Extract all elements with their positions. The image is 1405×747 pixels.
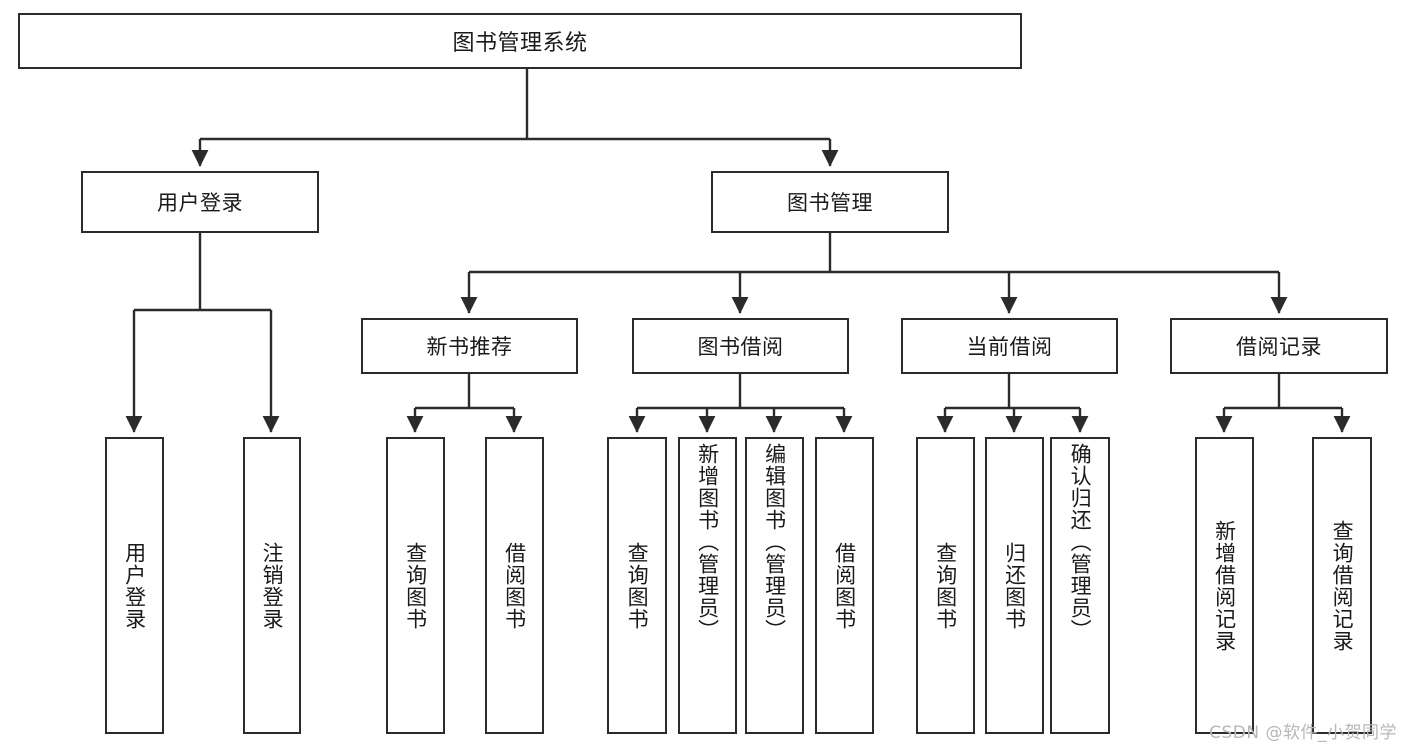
node-leaf-label: 用户登录 [122,541,147,630]
node-book-borrow[interactable]: 图书借阅 [632,318,849,374]
node-new-book-recommend-label: 新书推荐 [426,335,513,359]
node-book-management[interactable]: 图书管理 [711,171,949,233]
node-leaf-add-borrow-record[interactable]: 新增借阅记录 [1195,437,1254,734]
node-new-book-recommend[interactable]: 新书推荐 [361,318,578,374]
node-root-system[interactable]: 图书管理系统 [18,13,1022,69]
node-leaf-borrow-book[interactable]: 借阅图书 [815,437,874,734]
node-leaf-return-book[interactable]: 归还图书 [985,437,1044,734]
node-leaf-query-book-recommend[interactable]: 查询图书 [386,437,445,734]
node-root-label: 图书管理系统 [452,31,588,56]
node-current-borrow-label: 当前借阅 [966,335,1053,359]
node-leaf-label: 归还图书 [1002,541,1027,630]
node-leaf-add-book-admin[interactable]: 新增图书（管理员） [678,437,737,734]
node-leaf-query-borrow-record[interactable]: 查询借阅记录 [1312,437,1372,734]
node-leaf-query-book-borrow[interactable]: 查询图书 [607,437,667,734]
node-user-login[interactable]: 用户登录 [81,171,319,233]
node-current-borrow[interactable]: 当前借阅 [901,318,1118,374]
node-book-management-label: 图书管理 [787,191,873,215]
node-leaf-label: 新增图书（管理员） [695,443,720,641]
node-leaf-query-book-current[interactable]: 查询图书 [916,437,975,734]
node-leaf-label: 借阅图书 [832,541,857,630]
node-leaf-confirm-return-admin[interactable]: 确认归还（管理员） [1050,437,1110,734]
node-leaf-user-login[interactable]: 用户登录 [105,437,164,734]
node-leaf-label: 查询图书 [403,541,428,630]
node-leaf-label: 查询图书 [625,541,650,630]
node-leaf-label: 确认归还（管理员） [1068,443,1093,641]
node-leaf-logout[interactable]: 注销登录 [243,437,301,734]
node-leaf-label: 注销登录 [260,541,285,630]
watermark-text: CSDN @软件_小贺同学 [1209,723,1397,743]
node-leaf-label: 新增借阅记录 [1212,519,1237,652]
node-user-login-label: 用户登录 [157,191,243,215]
node-leaf-borrow-book-recommend[interactable]: 借阅图书 [485,437,544,734]
node-leaf-label: 借阅图书 [502,541,527,630]
node-leaf-edit-book-admin[interactable]: 编辑图书（管理员） [745,437,804,734]
node-leaf-label: 查询借阅记录 [1330,519,1355,652]
node-leaf-label: 编辑图书（管理员） [762,443,787,641]
node-book-borrow-label: 图书借阅 [697,335,784,359]
node-leaf-label: 查询图书 [933,541,958,630]
node-borrow-record[interactable]: 借阅记录 [1170,318,1388,374]
node-borrow-record-label: 借阅记录 [1236,335,1322,359]
